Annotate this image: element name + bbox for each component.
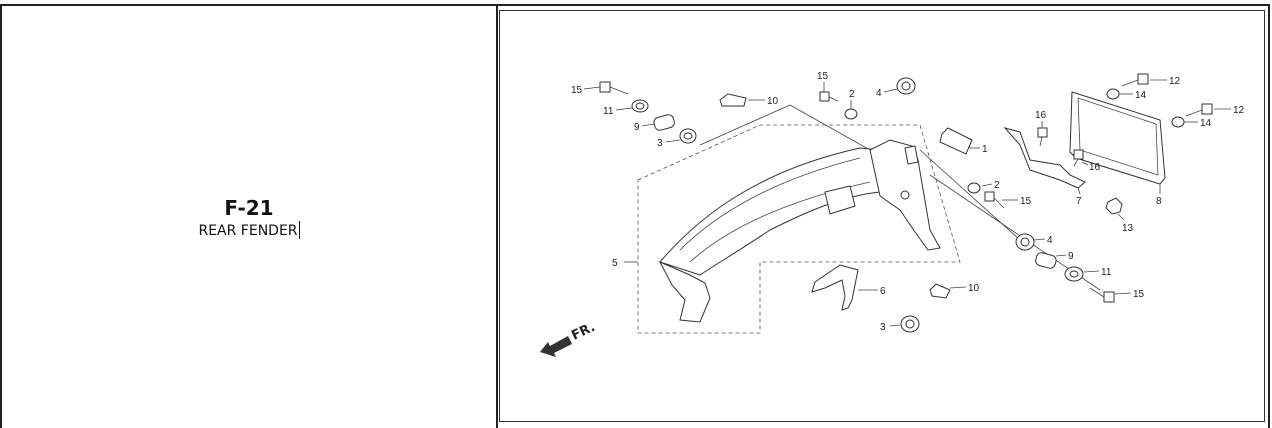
svg-text:9: 9 — [634, 122, 640, 133]
leader-line — [699, 104, 791, 146]
svg-text:3: 3 — [880, 322, 886, 333]
callout-labels: 15 11 9 3 10 15 2 4 1 2 15 4 9 11 15 10 … — [571, 71, 1245, 333]
svg-text:12: 12 — [1233, 105, 1245, 116]
svg-text:13: 13 — [1122, 223, 1134, 234]
svg-text:1: 1 — [982, 144, 988, 155]
clip-part — [719, 93, 747, 107]
svg-text:16: 16 — [1035, 110, 1047, 121]
parts-diagram-frame — [499, 10, 1265, 422]
clip-part — [929, 283, 951, 299]
bracket-plate-part — [939, 127, 973, 155]
front-direction-arrow: FR. — [540, 320, 598, 357]
svg-text:4: 4 — [1047, 235, 1053, 246]
svg-text:15: 15 — [1020, 196, 1032, 207]
svg-text:11: 11 — [603, 106, 614, 117]
license-plate-part — [1069, 91, 1166, 185]
svg-text:6: 6 — [880, 286, 886, 297]
svg-text:4: 4 — [876, 88, 882, 99]
leader-line — [919, 149, 1021, 241]
section-caption: F-21 REAR FENDER — [2, 196, 496, 241]
license-bracket-part — [1003, 127, 1086, 189]
svg-text:11: 11 — [1101, 267, 1112, 278]
column-divider — [496, 4, 498, 428]
svg-text:10: 10 — [767, 96, 779, 107]
svg-text:12: 12 — [1169, 76, 1181, 87]
svg-text:15: 15 — [1133, 289, 1145, 300]
svg-text:8: 8 — [1156, 196, 1162, 207]
svg-text:10: 10 — [968, 283, 980, 294]
leader-line — [789, 104, 871, 151]
section-title[interactable]: REAR FENDER — [198, 223, 298, 239]
svg-text:14: 14 — [1135, 90, 1147, 101]
section-code: F-21 — [224, 196, 274, 220]
svg-text:5: 5 — [612, 258, 618, 269]
svg-text:3: 3 — [657, 138, 663, 149]
bracket-part — [811, 264, 859, 311]
page-frame — [0, 4, 1270, 428]
svg-text:14: 14 — [1200, 118, 1212, 129]
svg-text:9: 9 — [1068, 251, 1074, 262]
bolts — [599, 73, 1213, 303]
rear-fender-part — [658, 139, 941, 323]
svg-text:2: 2 — [849, 89, 855, 100]
svg-text:7: 7 — [1076, 196, 1082, 207]
direction-label: FR. — [569, 320, 597, 344]
svg-text:15: 15 — [817, 71, 829, 82]
text-cursor — [298, 221, 300, 239]
svg-text:16: 16 — [1089, 162, 1101, 173]
svg-text:2: 2 — [994, 180, 1000, 191]
small-hardware — [631, 77, 1185, 333]
svg-text:15: 15 — [571, 85, 583, 96]
